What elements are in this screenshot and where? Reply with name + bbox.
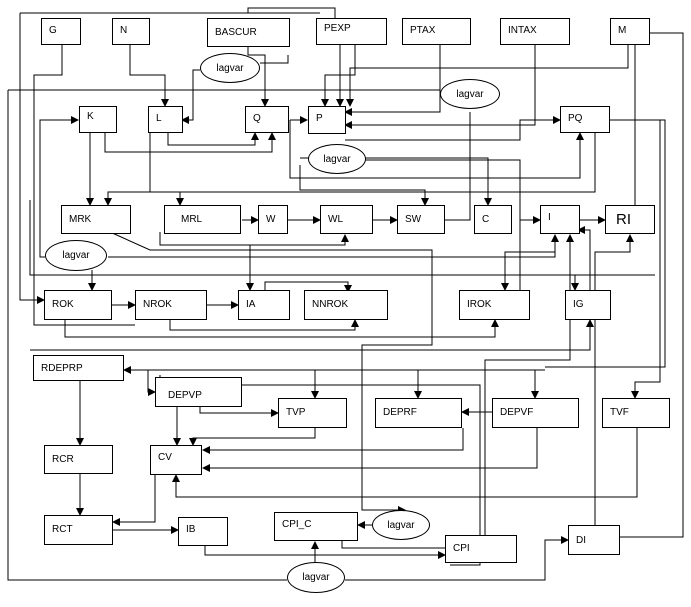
lagvar-ellipse: lagvar xyxy=(45,240,107,271)
connector-deprf-cv xyxy=(202,428,464,454)
node-k: K xyxy=(79,106,117,133)
connector-lagvar4-i xyxy=(108,234,559,258)
connector-cpi-up xyxy=(484,234,574,535)
node-q: Q xyxy=(245,106,289,133)
connector-bascur-q xyxy=(247,45,269,107)
node-ig: IG xyxy=(565,290,611,320)
node-c: C xyxy=(474,205,512,234)
node-m: M xyxy=(610,18,650,45)
connector-bascur-p xyxy=(247,7,336,20)
node-nrok: NROK xyxy=(135,290,207,320)
connector-ptax-p xyxy=(344,45,441,116)
connector-ib-cpi xyxy=(204,545,446,559)
connector-lagvar4-l xyxy=(39,116,79,258)
connector-lagvar1-l xyxy=(181,69,200,124)
node-wl: WL xyxy=(320,205,373,234)
connector-m-p xyxy=(346,45,629,107)
lagvar-ellipse: lagvar xyxy=(200,53,260,83)
node-mrl: MRL xyxy=(164,205,241,234)
lagvar-ellipse: lagvar xyxy=(440,79,500,109)
connector-ri-right xyxy=(29,200,655,276)
node-nnrok: NNROK xyxy=(304,290,388,320)
lagvar-ellipse: lagvar xyxy=(287,562,345,593)
connector-mrl xyxy=(299,165,429,206)
connector-depvp-tvp xyxy=(199,405,279,417)
node-sw: SW xyxy=(397,205,445,234)
connector-pq-tvf xyxy=(631,120,661,399)
connector-pq-rir xyxy=(545,119,666,368)
connector-pq-mrk xyxy=(104,133,596,206)
connector-n-l xyxy=(129,45,169,107)
node-cpi-c: CPI_C xyxy=(274,512,358,541)
connector-tvf-cv xyxy=(172,428,638,498)
connector-deprp-loop xyxy=(240,384,481,566)
connector-p-pq xyxy=(345,116,561,141)
node-depvp: DEPVP xyxy=(155,377,242,407)
connector-lagvar2-sw xyxy=(445,112,471,221)
node-pq: PQ xyxy=(560,106,610,133)
node-tvp: TVP xyxy=(278,398,347,428)
connector-i-irok xyxy=(501,235,556,291)
node-ri: RI xyxy=(605,205,655,234)
node-irok: IROK xyxy=(459,290,530,320)
node-ia: IA xyxy=(238,290,290,320)
node-di: DI xyxy=(568,525,620,555)
connector-wl-ia xyxy=(159,232,349,246)
connector-nrok-nnrok xyxy=(169,319,359,331)
connector-mrk-irok xyxy=(109,231,433,290)
node-rok: ROK xyxy=(44,290,112,320)
connector-intax-p xyxy=(344,45,536,129)
connector-lagvar1-q xyxy=(260,55,289,64)
node-g: G xyxy=(41,18,81,45)
connector-ia-nnrok xyxy=(264,281,352,293)
connector-cpic-cpi xyxy=(341,540,445,549)
lagvar-ellipse: lagvar xyxy=(372,510,430,540)
connector-dep-depvp xyxy=(147,370,156,396)
node-deprf: DEPRF xyxy=(375,398,462,428)
connector-i-ig xyxy=(30,319,594,351)
connector-g-rok xyxy=(33,45,135,326)
node-rdeprp: RDEPRP xyxy=(33,355,124,381)
node-tvf: TVF xyxy=(602,398,670,428)
node-rcr: RCR xyxy=(44,445,113,474)
connector-depvf-cv xyxy=(202,428,538,472)
connector-irok-i xyxy=(519,219,540,290)
node-w: W xyxy=(258,205,288,234)
connector-frame-left xyxy=(19,13,45,304)
connector-lagvar3-c xyxy=(365,157,492,206)
connector-frame-left2 xyxy=(7,90,287,581)
node-p: P xyxy=(308,106,346,134)
node-intax: INTAX xyxy=(500,18,570,45)
connector-pexp-p2 xyxy=(321,45,356,107)
node-pexp: PEXP xyxy=(316,18,387,45)
node-rct: RCT xyxy=(44,515,113,545)
node-ptax: PTAX xyxy=(402,18,471,45)
connector-di-ri xyxy=(594,234,634,525)
node-bascur: BASCUR xyxy=(207,18,290,47)
lagvar-ellipse: lagvar xyxy=(308,144,366,174)
connector-k-q xyxy=(104,132,276,153)
node-cpi: CPI xyxy=(445,535,517,563)
node-i: I xyxy=(540,205,580,234)
connector-lagvar6-di xyxy=(345,536,569,581)
connector-cpic-lagvar xyxy=(361,260,433,514)
node-n: N xyxy=(112,18,150,45)
connector-cv-rct xyxy=(112,460,156,526)
connector-frame-right xyxy=(620,32,684,538)
connector-l-mrl xyxy=(149,133,184,206)
node-cv: CV xyxy=(150,445,202,475)
connector-q-lagvar xyxy=(289,120,584,179)
connector-l-q xyxy=(167,132,259,146)
connector-ig-i xyxy=(577,226,591,290)
node-l: L xyxy=(148,106,183,133)
connector-rok-irok xyxy=(64,319,499,338)
connector-tvp-cv xyxy=(189,428,316,446)
node-mrk: MRK xyxy=(61,205,131,234)
node-ib: IB xyxy=(178,517,228,546)
node-depvf: DEPVF xyxy=(492,398,579,428)
